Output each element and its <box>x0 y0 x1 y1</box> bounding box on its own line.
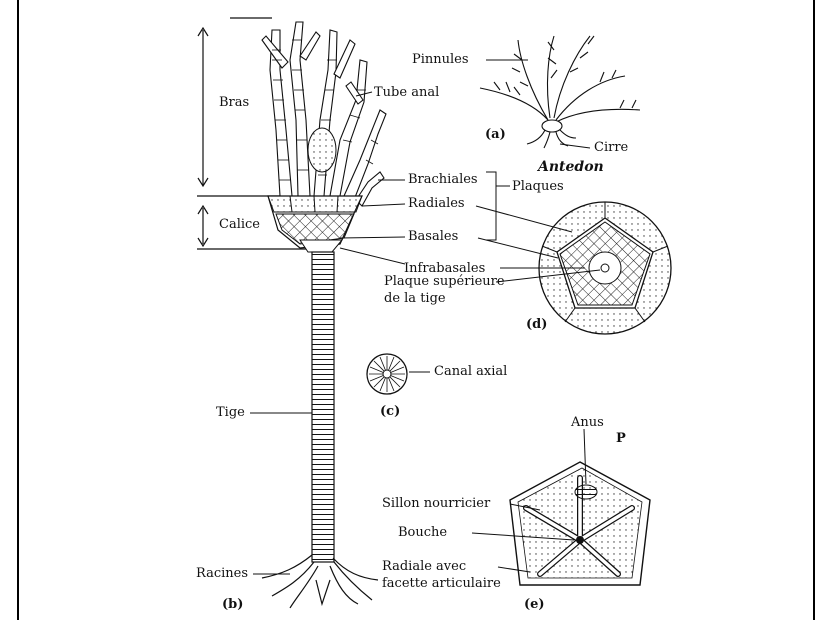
stem-section-drawing <box>367 354 407 394</box>
label-calice: Calice <box>219 218 260 232</box>
label-radiale-avec: Radiale avec <box>382 560 466 574</box>
label-antedon: Antedon <box>538 160 604 174</box>
label-cirre: Cirre <box>594 141 628 155</box>
caption-b: (b) <box>222 598 243 612</box>
label-tube-anal: Tube anal <box>374 86 439 100</box>
oral-view-drawing <box>510 462 650 585</box>
label-de-la-tige: de la tige <box>384 292 446 306</box>
label-bras: Bras <box>219 96 249 110</box>
label-basales: Basales <box>408 230 458 244</box>
label-brachiales: Brachiales <box>408 173 478 187</box>
caption-e: (e) <box>524 598 545 612</box>
caption-c: (c) <box>380 405 400 419</box>
label-sillon-nourricier: Sillon nourricier <box>382 497 490 511</box>
label-canal-axial: Canal axial <box>434 365 507 379</box>
label-bouche: Bouche <box>398 526 447 540</box>
label-anus: Anus <box>571 416 604 430</box>
caption-a: (a) <box>485 128 506 142</box>
label-plaque-superieure: Plaque supérieure <box>384 275 505 289</box>
label-pinnules: Pinnules <box>412 53 469 67</box>
label-facette-articulaire: facette articulaire <box>382 577 501 591</box>
label-racines: Racines <box>196 567 248 581</box>
label-tige: Tige <box>216 406 245 420</box>
label-plaques: Plaques <box>512 180 564 194</box>
label-radiales: Radiales <box>408 197 465 211</box>
caption-d: (d) <box>526 318 547 332</box>
label-p: P <box>616 432 626 446</box>
